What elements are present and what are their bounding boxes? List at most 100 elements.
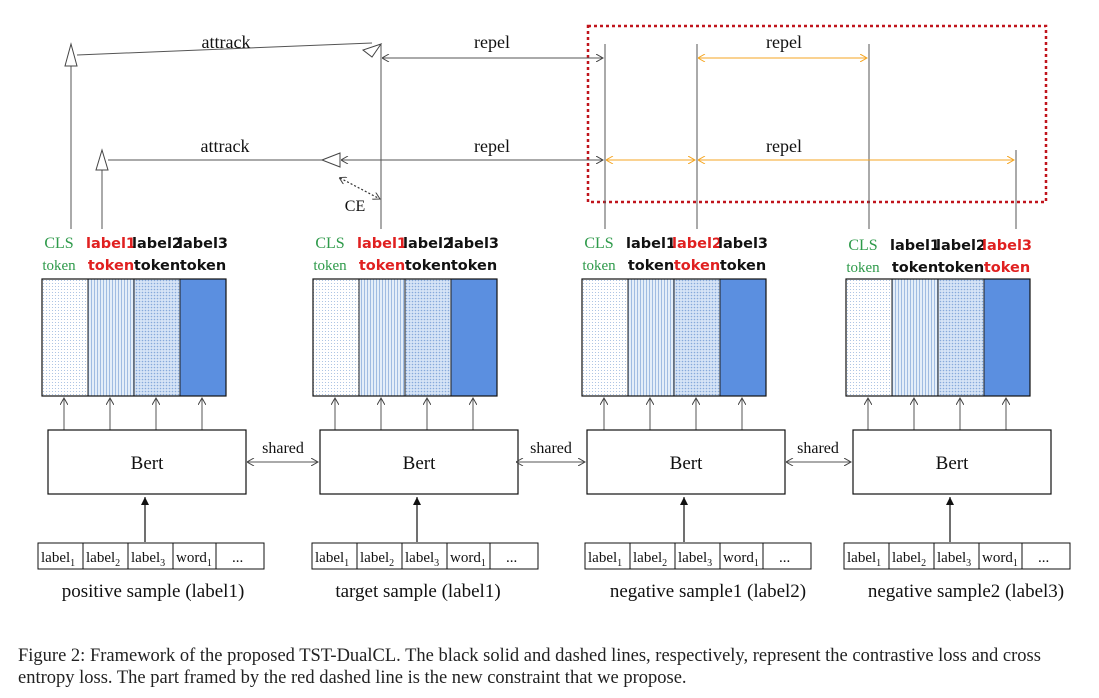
token-block-label3 — [719, 278, 767, 397]
token-block-cls — [41, 278, 89, 397]
token-label-cls: CLS — [315, 235, 344, 252]
input-token: label1 — [588, 550, 622, 569]
token-word-label2: token — [674, 258, 720, 274]
token-word-label3: token — [984, 260, 1030, 276]
sample-caption: positive sample (label1) — [62, 581, 245, 602]
mid-repel-label-2: repel — [766, 136, 802, 156]
bert-encoder-box — [319, 429, 519, 495]
token-label-label3: label3 — [718, 236, 768, 252]
sample-caption: negative sample2 (label3) — [868, 581, 1064, 602]
token-label-label2: label2 — [403, 236, 453, 252]
token-label-label2: label2 — [936, 238, 986, 254]
token-block-label2 — [404, 278, 452, 397]
bert-label: Bert — [670, 453, 703, 474]
input-cell-label2 — [356, 542, 403, 570]
input-cell-word1 — [719, 542, 764, 570]
input-token: label2 — [892, 550, 926, 569]
token-word-label1: token — [88, 258, 134, 274]
token-block-label3 — [983, 278, 1031, 397]
input-token: word1 — [176, 550, 212, 569]
bert-encoder-box — [586, 429, 786, 495]
token-word-label3: token — [180, 258, 226, 274]
framework-diagram: attrack repel repel attrack repel repel … — [37, 24, 1071, 602]
input-cell-label2 — [629, 542, 676, 570]
input-token: label2 — [633, 550, 667, 569]
input-cell-label3 — [401, 542, 448, 570]
token-label-label3: label3 — [178, 236, 228, 252]
token-embedding-box — [581, 278, 767, 397]
input-cell-ellipsis — [215, 542, 265, 570]
mid-attract-label: attrack — [201, 136, 250, 156]
new-constraint-frame — [586, 24, 1048, 204]
ce-arrow — [340, 178, 380, 199]
top-left-triangle-icon — [64, 42, 78, 67]
input-cell-ellipsis — [489, 542, 539, 570]
token-embedding-box — [41, 278, 227, 397]
input-token: word1 — [982, 550, 1018, 569]
token-block-cls — [581, 278, 629, 397]
input-token: label3 — [937, 550, 971, 569]
shared-label: shared — [262, 440, 304, 457]
input-cell-label1 — [311, 542, 358, 570]
token-block-label1 — [87, 278, 135, 397]
top-attract-label: attrack — [202, 32, 251, 52]
ce-label: CE — [345, 198, 365, 215]
input-token: label1 — [41, 550, 75, 569]
input-token: ... — [779, 550, 790, 566]
input-cell-label1 — [843, 542, 890, 570]
token-word-label2: token — [134, 258, 180, 274]
token-embedding-box — [312, 278, 498, 397]
input-token: word1 — [723, 550, 759, 569]
sample-caption: target sample (label1) — [335, 581, 500, 602]
token-word-cls: token — [582, 258, 616, 274]
token-embedding-box — [845, 278, 1031, 397]
token-block-label3 — [179, 278, 227, 397]
input-cell-ellipsis — [762, 542, 812, 570]
token-word-label2: token — [938, 260, 984, 276]
token-block-label2 — [673, 278, 721, 397]
token-block-cls — [845, 278, 893, 397]
token-word-cls: token — [42, 258, 76, 274]
token-block-label1 — [627, 278, 675, 397]
input-token: label1 — [847, 550, 881, 569]
mid-attract-head-icon — [320, 152, 341, 168]
input-token: label2 — [86, 550, 120, 569]
mid-left-triangle-icon — [95, 148, 109, 171]
input-token: word1 — [450, 550, 486, 569]
token-word-cls: token — [313, 258, 347, 274]
shared-label: shared — [530, 440, 572, 457]
sample-positive: CLStokenlabel1tokenlabel2tokenlabel3toke… — [37, 235, 265, 602]
bert-label: Bert — [131, 453, 164, 474]
input-token: label3 — [678, 550, 712, 569]
sample-caption: negative sample1 (label2) — [610, 581, 806, 602]
token-block-label1 — [358, 278, 406, 397]
bert-label: Bert — [403, 453, 436, 474]
input-token: label3 — [131, 550, 165, 569]
contrast-lines — [70, 44, 1017, 229]
token-label-label2: label2 — [132, 236, 182, 252]
top-repel-label-1: repel — [474, 32, 510, 52]
sample-negative1: CLS token label1 token label2 token label3 toke… — [581, 235, 812, 602]
token-block-label1 — [891, 278, 939, 397]
token-label-label1: label1 — [626, 236, 676, 252]
bert-encoder-box — [852, 429, 1052, 495]
input-cell-label3 — [674, 542, 721, 570]
top-repel-label-2: repel — [766, 32, 802, 52]
token-block-cls — [312, 278, 360, 397]
token-word-label3: token — [720, 258, 766, 274]
input-token: ... — [1038, 550, 1049, 566]
sample-target: CLStokenlabel1tokenlabel2tokenlabel3toke… — [311, 235, 539, 602]
token-word-label1: token — [628, 258, 674, 274]
input-token: label2 — [360, 550, 394, 569]
token-label-cls: CLS — [584, 235, 613, 252]
token-label-label1: label1 — [890, 238, 940, 254]
input-token: label1 — [315, 550, 349, 569]
token-block-label3 — [450, 278, 498, 397]
input-cell-label1 — [37, 542, 84, 570]
top-attract-head-icon — [361, 43, 383, 58]
figure-caption: Figure 2: Framework of the proposed TST-… — [18, 646, 1041, 688]
input-token: ... — [232, 550, 243, 566]
mid-repel-label-1: repel — [474, 136, 510, 156]
sample-negative2: CLStokenlabel1tokenlabel2tokenlabel3toke… — [843, 237, 1071, 602]
